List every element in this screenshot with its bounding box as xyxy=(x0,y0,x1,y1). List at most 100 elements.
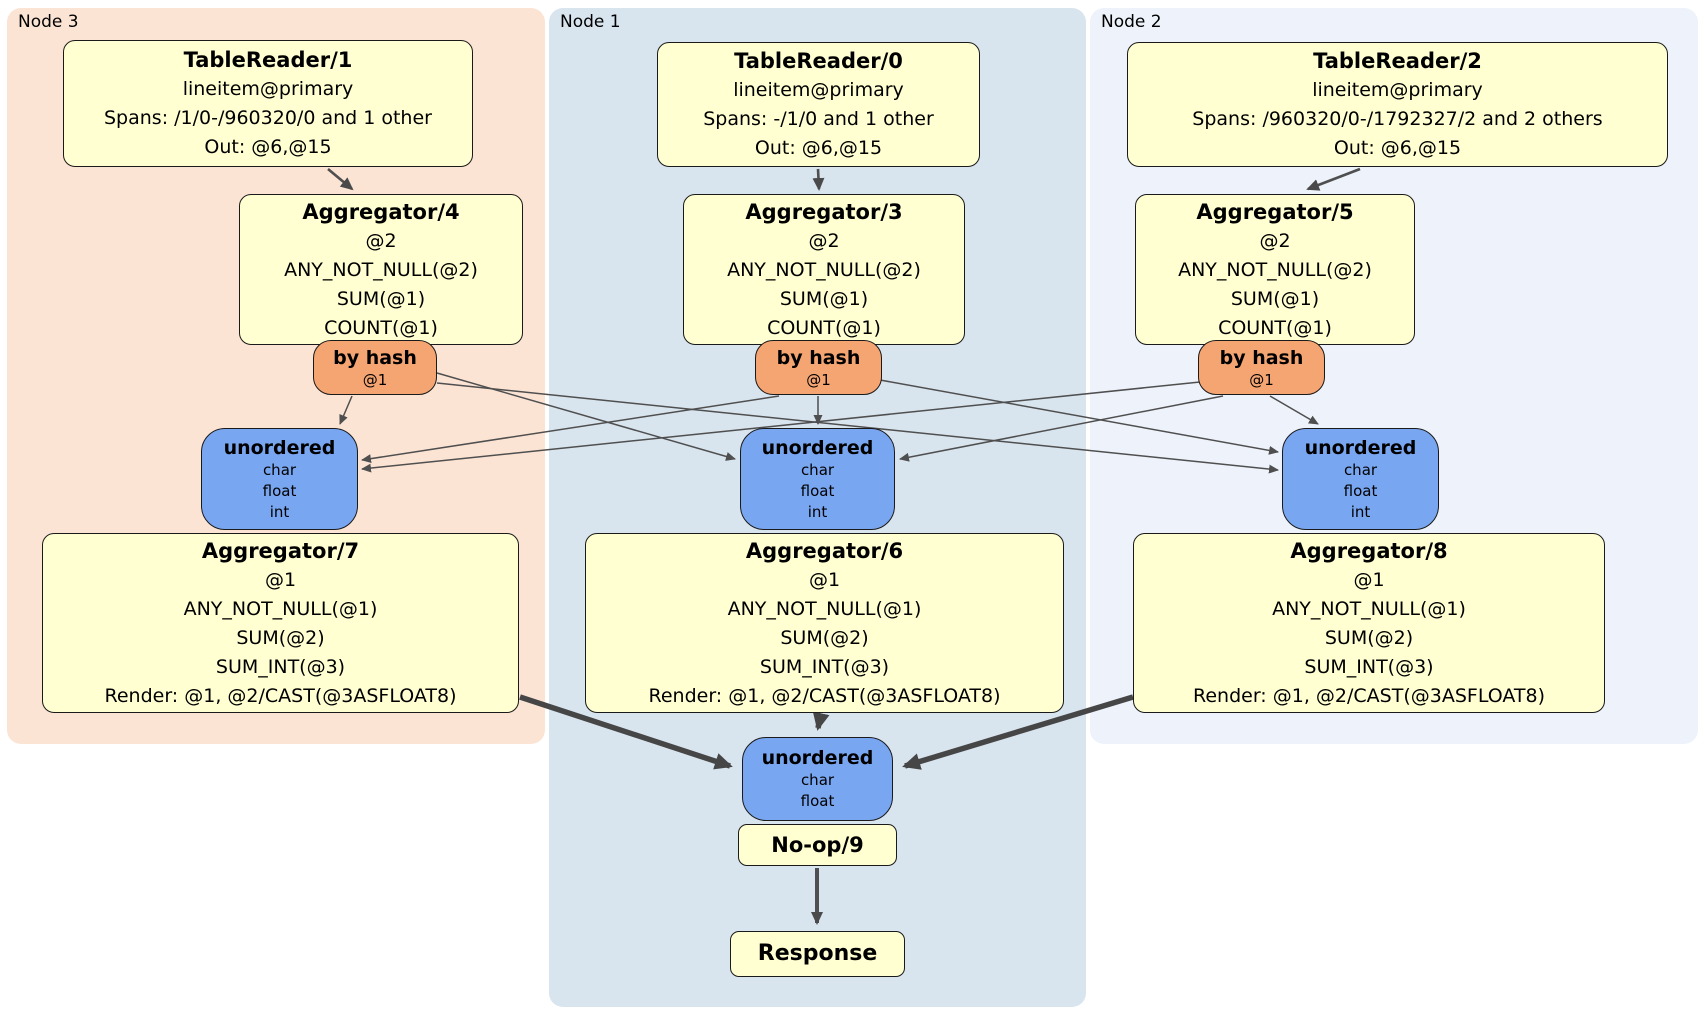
box-line: @1 xyxy=(806,370,831,389)
box-line: int xyxy=(1350,502,1371,521)
box-line: ANY_NOT_NULL(@2) xyxy=(1178,258,1372,281)
box-line: ANY_NOT_NULL(@2) xyxy=(284,258,478,281)
box-tablereader-1: TableReader/1 lineitem@primary Spans: /1… xyxy=(63,40,473,167)
box-line: @1 xyxy=(1353,568,1385,591)
box-title: Aggregator/8 xyxy=(1290,538,1448,563)
box-title: TableReader/0 xyxy=(734,49,903,73)
box-line: float xyxy=(800,481,835,500)
box-line: SUM(@1) xyxy=(336,287,426,310)
box-line: SUM(@2) xyxy=(780,626,869,649)
box-line: ANY_NOT_NULL(@2) xyxy=(727,258,921,281)
sync-unordered-node2: unordered char float int xyxy=(1282,428,1439,530)
box-line: int xyxy=(269,502,290,521)
box-line: char xyxy=(800,771,835,789)
box-line: @2 xyxy=(1259,229,1291,252)
box-line: SUM_INT(@3) xyxy=(1304,655,1434,678)
box-line: char xyxy=(1343,460,1378,479)
edge-ag8-final xyxy=(902,694,1134,770)
box-line: @1 xyxy=(1249,370,1274,389)
box-line: @1 xyxy=(362,370,388,389)
box-line: float xyxy=(262,481,297,500)
panel-label-node2: Node 2 xyxy=(1101,12,1162,32)
box-aggregator-8: Aggregator/8 @1 ANY_NOT_NULL(@1) SUM(@2)… xyxy=(1133,533,1605,713)
box-line: Render: @1, @2/CAST(@3ASFLOAT8) xyxy=(648,684,1001,707)
box-title: by hash xyxy=(333,346,417,369)
box-title: Aggregator/5 xyxy=(1196,199,1354,224)
box-line: float xyxy=(800,792,835,810)
box-title: unordered xyxy=(1304,436,1417,459)
box-title: Aggregator/3 xyxy=(745,199,903,224)
sync-unordered-final: unordered char float xyxy=(742,737,893,821)
box-line: lineitem@primary xyxy=(1312,79,1483,101)
box-tablereader-2: TableReader/2 lineitem@primary Spans: /9… xyxy=(1127,42,1668,167)
edge-ag6-final xyxy=(812,711,830,731)
box-title: TableReader/1 xyxy=(183,48,353,72)
box-line: char xyxy=(262,460,297,479)
box-line: Render: @1, @2/CAST(@3ASFLOAT8) xyxy=(1193,684,1545,707)
box-noop-9: No-op/9 xyxy=(738,824,897,866)
box-response: Response xyxy=(730,931,905,977)
box-line: char xyxy=(800,460,835,479)
box-title: unordered xyxy=(761,436,874,459)
box-line: Spans: /960320/0-/1792327/2 and 2 others xyxy=(1192,108,1603,130)
box-line: SUM(@2) xyxy=(236,626,325,649)
box-line: SUM(@1) xyxy=(779,287,869,310)
box-line: Out: @6,@15 xyxy=(204,136,332,158)
box-line: int xyxy=(807,502,828,521)
edge-h2-u1 xyxy=(899,395,1224,462)
box-title: by hash xyxy=(776,346,861,369)
box-line: COUNT(@1) xyxy=(767,316,881,339)
edge-h3-u2 xyxy=(436,382,1279,474)
edge-ag7-final xyxy=(519,694,733,770)
box-title: unordered xyxy=(761,747,874,769)
edge-h1-u3 xyxy=(361,395,780,464)
box-line: float xyxy=(1343,481,1378,500)
router-by-hash-node3: by hash @1 xyxy=(313,340,437,395)
box-line: Out: @6,@15 xyxy=(1333,137,1462,159)
box-line: SUM_INT(@3) xyxy=(759,655,890,678)
sync-unordered-node1: unordered char float int xyxy=(740,428,895,530)
box-line: ANY_NOT_NULL(@1) xyxy=(1272,597,1466,620)
edge-tr1-ag4 xyxy=(327,168,354,191)
box-line: ANY_NOT_NULL(@1) xyxy=(727,597,922,620)
box-line: COUNT(@1) xyxy=(1218,316,1332,339)
edge-h2-u2 xyxy=(1269,395,1319,425)
panel-label-node1: Node 1 xyxy=(560,12,621,32)
edge-h1-u2 xyxy=(879,379,1279,455)
box-line: SUM(@2) xyxy=(1324,626,1414,649)
box-line: @2 xyxy=(808,229,840,252)
edge-h2-u3 xyxy=(361,381,1201,473)
edge-tr2-ag5 xyxy=(1306,167,1361,191)
box-line: lineitem@primary xyxy=(733,79,904,101)
box-title: Aggregator/6 xyxy=(745,538,904,563)
router-by-hash-node2: by hash @1 xyxy=(1198,340,1325,395)
box-title: No-op/9 xyxy=(771,833,864,857)
box-aggregator-7: Aggregator/7 @1 ANY_NOT_NULL(@1) SUM(@2)… xyxy=(42,533,519,713)
box-line: SUM(@1) xyxy=(1230,287,1320,310)
box-line: @1 xyxy=(264,568,297,591)
box-line: Spans: -/1/0 and 1 other xyxy=(703,108,934,130)
edge-h3-u1 xyxy=(436,372,736,461)
box-title: by hash xyxy=(1219,346,1304,369)
box-line: Spans: /1/0-/960320/0 and 1 other xyxy=(104,107,432,129)
edge-h3-u3 xyxy=(339,395,353,425)
box-aggregator-5: Aggregator/5 @2 ANY_NOT_NULL(@2) SUM(@1)… xyxy=(1135,194,1415,345)
sync-unordered-node3: unordered char float int xyxy=(201,428,358,530)
box-title: Response xyxy=(757,941,878,966)
box-line: Render: @1, @2/CAST(@3ASFLOAT8) xyxy=(104,684,457,707)
box-line: @1 xyxy=(808,568,841,591)
box-line: Out: @6,@15 xyxy=(754,137,883,159)
box-line: ANY_NOT_NULL(@1) xyxy=(183,597,378,620)
box-title: TableReader/2 xyxy=(1313,49,1482,73)
edge-tr0-ag3 xyxy=(812,168,825,191)
box-aggregator-6: Aggregator/6 @1 ANY_NOT_NULL(@1) SUM(@2)… xyxy=(585,533,1064,713)
panel-label-node3: Node 3 xyxy=(18,12,79,32)
box-line: SUM_INT(@3) xyxy=(215,655,346,678)
box-title: Aggregator/4 xyxy=(302,199,460,224)
box-aggregator-3: Aggregator/3 @2 ANY_NOT_NULL(@2) SUM(@1)… xyxy=(683,194,965,345)
box-line: @2 xyxy=(365,229,397,252)
box-title: Aggregator/7 xyxy=(201,538,360,563)
box-tablereader-0: TableReader/0 lineitem@primary Spans: -/… xyxy=(657,42,980,167)
